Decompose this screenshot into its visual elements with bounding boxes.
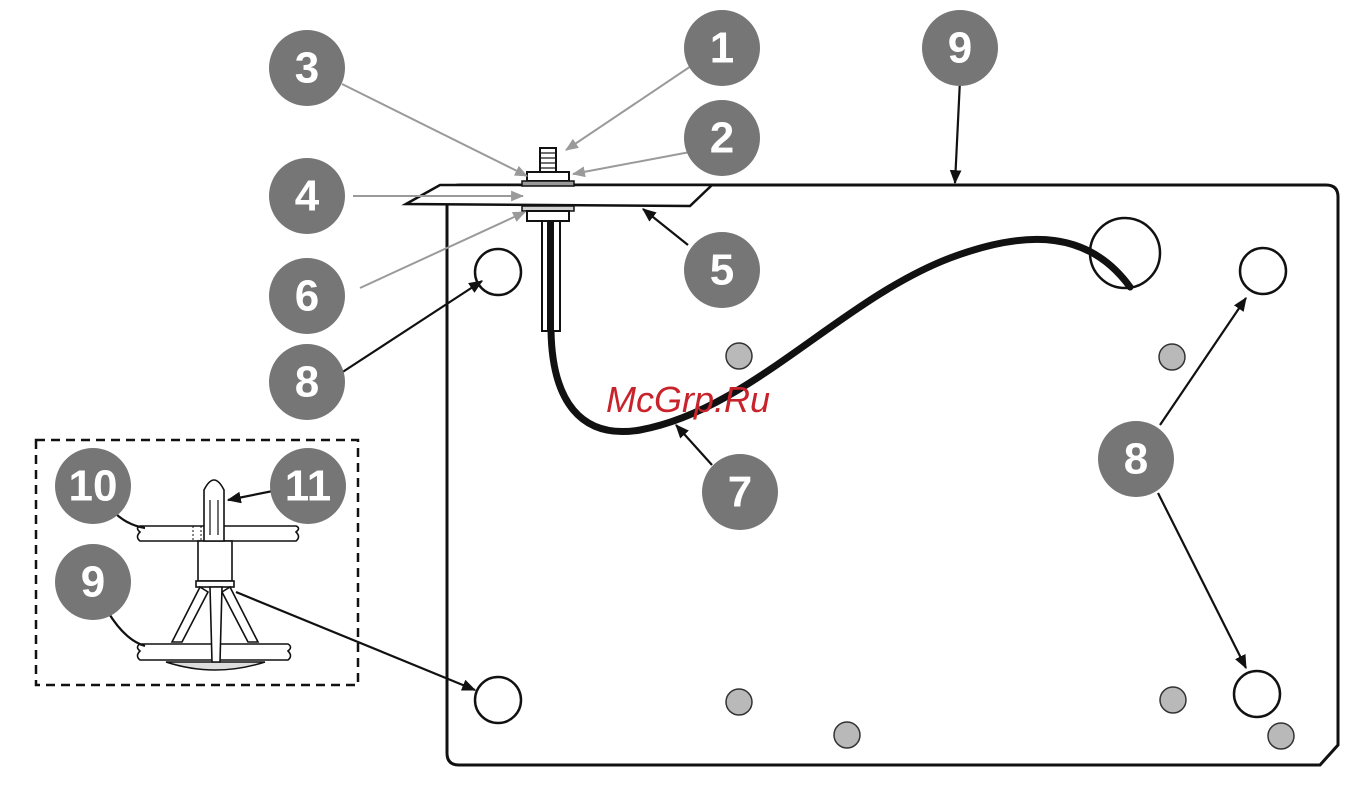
svg-text:9: 9 (81, 558, 105, 607)
leader-3 (342, 84, 527, 176)
callout-10: 10 (55, 448, 131, 524)
callout-9-inset: 9 (55, 544, 131, 620)
callout-1: 1 (684, 10, 760, 86)
callout-7: 7 (702, 454, 778, 530)
svg-text:1: 1 (710, 24, 734, 73)
callout-4: 4 (269, 158, 345, 234)
callout-8-left: 8 (269, 344, 345, 420)
svg-text:7: 7 (728, 468, 752, 517)
mounting-hole-bottom-right (1234, 671, 1280, 717)
mounting-hole-top-right (1240, 248, 1286, 294)
watermark: McGrp.Ru (606, 379, 770, 420)
mounting-hole-bottom-left (475, 677, 521, 723)
leader-1 (566, 60, 700, 150)
callout-6: 6 (269, 258, 345, 334)
svg-text:9: 9 (948, 24, 972, 73)
svg-text:2: 2 (710, 114, 734, 163)
callout-8-right: 8 (1098, 421, 1174, 497)
small-hole (1160, 687, 1186, 713)
svg-text:8: 8 (1124, 435, 1148, 484)
leader-2 (573, 152, 690, 174)
small-hole (726, 689, 752, 715)
svg-text:3: 3 (295, 44, 319, 93)
svg-text:8: 8 (295, 358, 319, 407)
callout-2: 2 (684, 100, 760, 176)
svg-text:5: 5 (710, 246, 734, 295)
callout-5: 5 (684, 232, 760, 308)
svg-text:11: 11 (285, 462, 332, 511)
leader-9-board (955, 80, 960, 183)
callout-11: 11 (270, 448, 346, 524)
svg-text:6: 6 (295, 272, 319, 321)
circuit-board-outline (447, 185, 1338, 765)
callout-9-board: 9 (922, 10, 998, 86)
small-hole (1159, 344, 1185, 370)
callout-3: 3 (269, 30, 345, 106)
mounting-hole-top-left (475, 249, 521, 295)
svg-text:10: 10 (69, 462, 118, 511)
small-hole (834, 722, 860, 748)
svg-text:4: 4 (295, 172, 320, 221)
small-hole (1268, 723, 1294, 749)
small-hole (726, 343, 752, 369)
